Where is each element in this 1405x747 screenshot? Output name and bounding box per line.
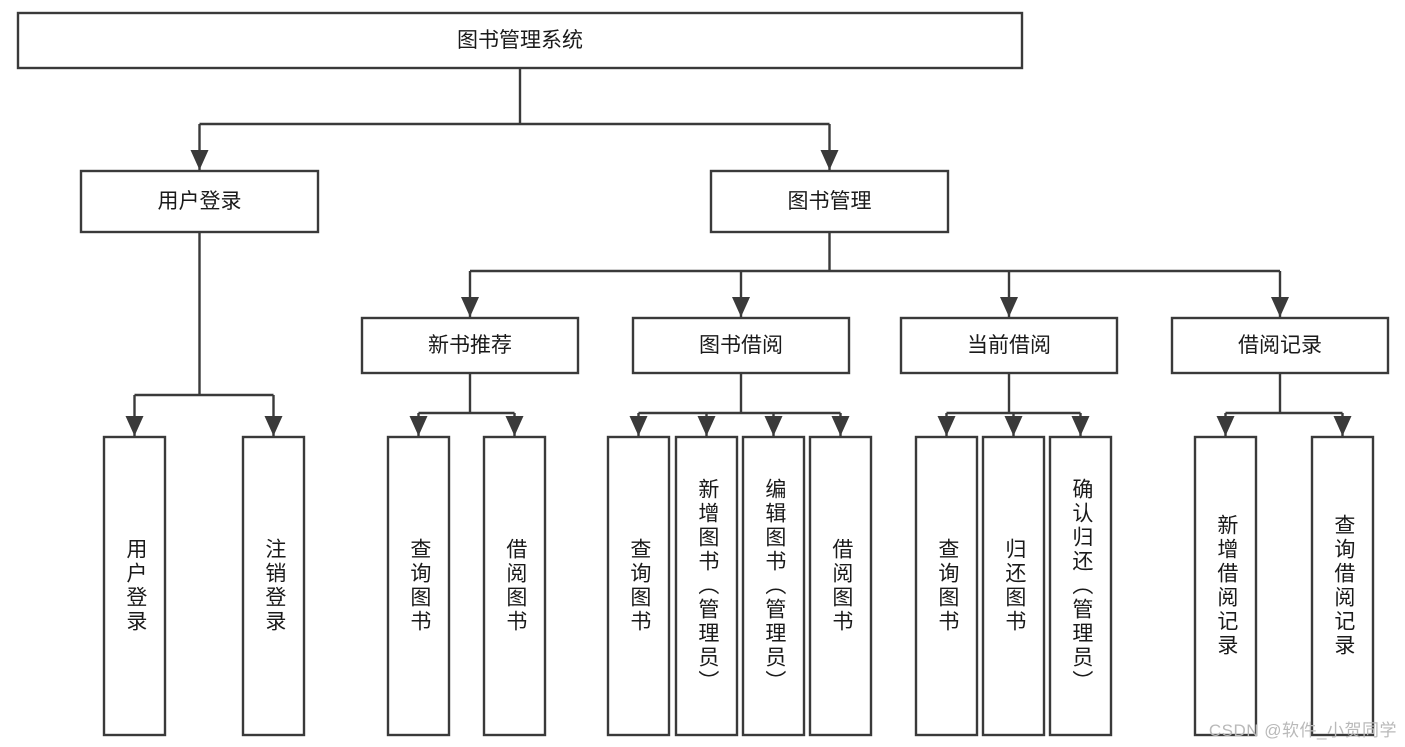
node-borrow-records-box[interactable]: [1170, 316, 1390, 375]
arrow-head-icon: [461, 297, 479, 317]
arrow-head-icon: [820, 150, 839, 170]
node-book-borrow-label: 图书借阅: [699, 334, 783, 357]
arrow-head-icon: [1271, 297, 1289, 317]
arrow-head-icon: [629, 416, 648, 436]
leaf-leaf-user-login-box[interactable]: [102, 435, 167, 737]
leaf-leaf-query-book-1-box[interactable]: [386, 435, 451, 737]
node-book-management-label: 图书管理: [788, 190, 872, 213]
node-book-borrow-box[interactable]: [631, 316, 851, 375]
arrow-head-icon: [764, 416, 783, 436]
arrow-head-icon: [1216, 416, 1235, 436]
node-user-login-box[interactable]: [79, 169, 320, 234]
node-book-management-box[interactable]: [709, 169, 950, 234]
leaf-leaf-borrow-book-1-box[interactable]: [482, 435, 547, 737]
arrow-head-icon: [831, 416, 850, 436]
arrow-head-icon: [1004, 416, 1023, 436]
leaf-leaf-logout-box[interactable]: [241, 435, 306, 737]
leaf-leaf-add-record-box[interactable]: [1193, 435, 1258, 737]
leaf-leaf-add-book-box[interactable]: [674, 435, 739, 737]
node-new-book-recommend-box[interactable]: [360, 316, 580, 375]
node-user-login-label: 用户登录: [158, 190, 242, 213]
leaf-leaf-return-book-box[interactable]: [981, 435, 1046, 737]
node-current-borrow-box[interactable]: [899, 316, 1119, 375]
arrow-head-icon: [409, 416, 428, 436]
arrow-head-icon: [1000, 297, 1018, 317]
arrow-head-icon: [937, 416, 956, 436]
root-node-box[interactable]: [16, 11, 1024, 70]
leaf-leaf-confirm-return-box[interactable]: [1048, 435, 1113, 737]
arrow-head-icon: [190, 150, 209, 170]
leaf-leaf-edit-book-box[interactable]: [741, 435, 806, 737]
arrow-head-icon: [505, 416, 524, 436]
arrow-head-icon: [264, 416, 283, 436]
node-new-book-recommend-label: 新书推荐: [428, 334, 512, 357]
node-current-borrow-label: 当前借阅: [967, 334, 1051, 357]
leaf-leaf-query-book-2-box[interactable]: [606, 435, 671, 737]
arrow-head-icon: [697, 416, 716, 436]
arrow-head-icon: [732, 297, 750, 317]
leaf-leaf-borrow-book-2-box[interactable]: [808, 435, 873, 737]
arrow-head-icon: [125, 416, 144, 436]
arrow-head-icon: [1071, 416, 1090, 436]
root-node-label: 图书管理系统: [457, 29, 583, 52]
leaf-leaf-query-book-3-box[interactable]: [914, 435, 979, 737]
node-borrow-records-label: 借阅记录: [1238, 334, 1322, 357]
leaf-leaf-query-record-box[interactable]: [1310, 435, 1375, 737]
arrow-head-icon: [1333, 416, 1352, 436]
